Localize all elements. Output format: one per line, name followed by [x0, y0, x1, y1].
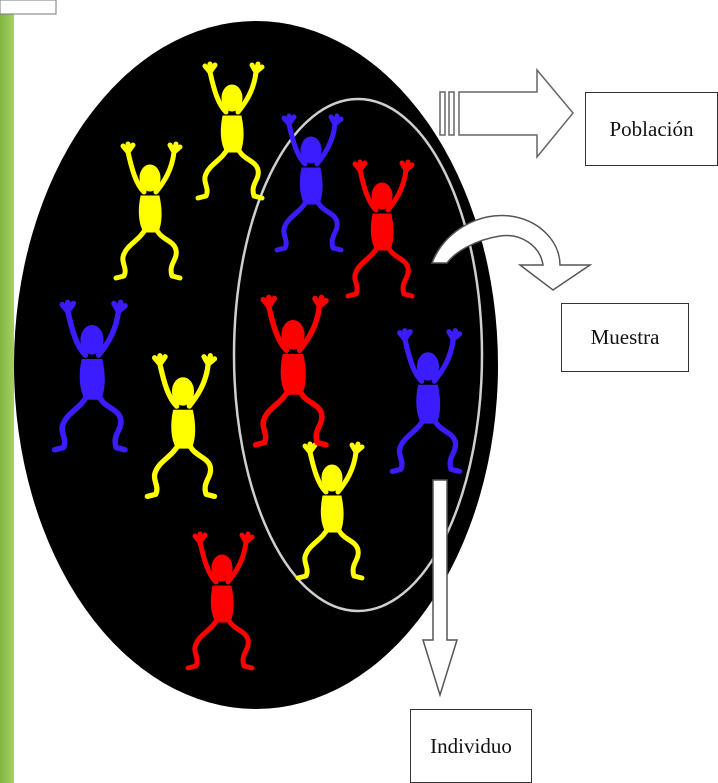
left-decorative-strip: [0, 0, 14, 783]
population-label: Población: [585, 92, 718, 166]
sample-label: Muestra: [561, 303, 689, 372]
top-left-frame: [0, 0, 56, 14]
individual-label: Individuo: [410, 709, 532, 783]
population-arrow: [440, 70, 573, 157]
